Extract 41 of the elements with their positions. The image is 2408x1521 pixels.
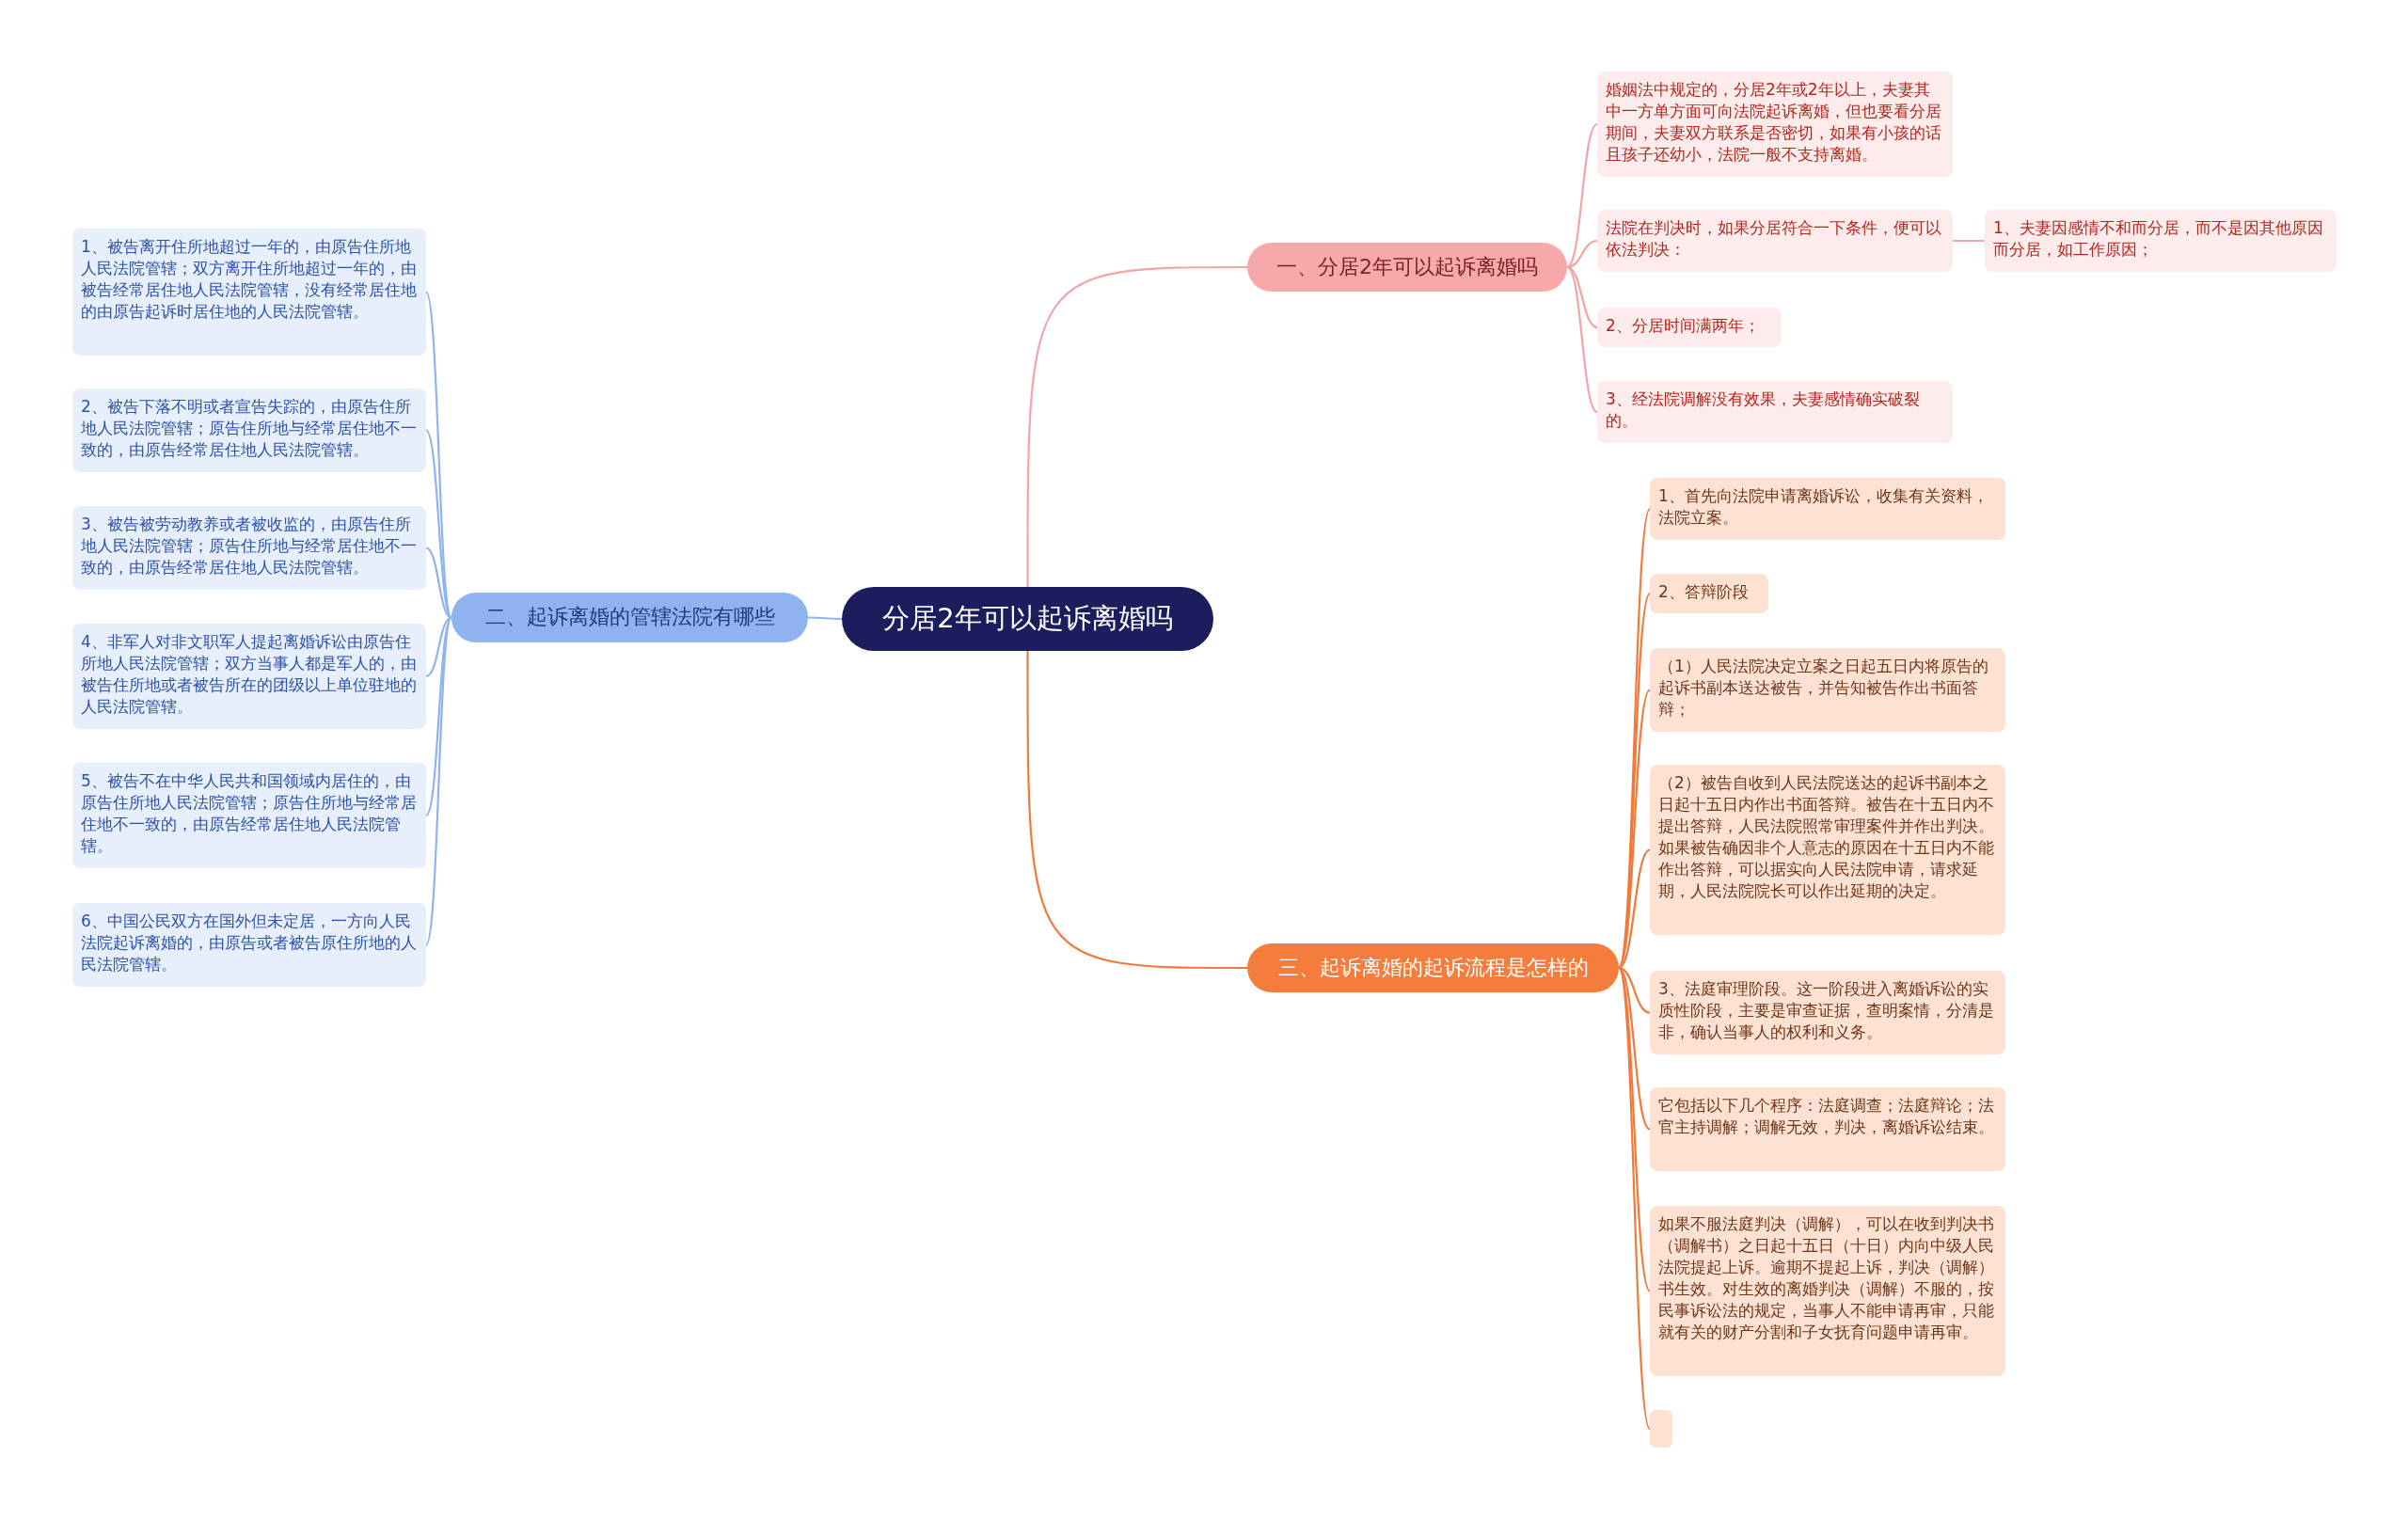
connector-line xyxy=(1026,651,1247,970)
empty-topic-box xyxy=(1650,1410,1672,1448)
topic-box: 2、分居时间满两年； xyxy=(1597,308,1782,347)
branch-topic: 三、起诉离婚的起诉流程是怎样的 xyxy=(1247,943,1619,992)
connector-line xyxy=(425,616,452,816)
topic-box: 4、非军人对非文职军人提起离婚诉讼由原告住所地人民法院管辖；双方当事人都是军人的，由被告住所地或者被告所在的团级以上单位驻地的人民法院管辖。 xyxy=(72,624,426,729)
branch-topic: 一、分居2年可以起诉离婚吗 xyxy=(1247,243,1567,292)
topic-box: 5、被告不在中华人民共和国领域内居住的，由原告住所地人民法院管辖；原告住所地与经常居住地不一致的，由原告经常居住地人民法院管辖。 xyxy=(72,763,426,868)
connector-line xyxy=(1566,266,1598,413)
connector-line xyxy=(425,617,452,945)
connector-line xyxy=(425,547,452,619)
topic-box: 1、首先向法院申请离婚诉讼，收集有关资料，法院立案。 xyxy=(1650,478,2005,540)
topic-box: 1、被告离开住所地超过一年的，由原告住所地人民法院管辖；双方离开住所地超过一年的，由被告经常居住地人民法院管辖，没有经常居住地的由原告起诉时居住地的人民法院管辖。 xyxy=(72,229,426,356)
central-topic: 分居2年可以起诉离婚吗 xyxy=(842,587,1213,651)
connector-line xyxy=(425,292,452,618)
topic-box: 3、被告被劳动教养或者被收监的，由原告住所地人民法院管辖；原告住所地与经常居住地不一致的，由原告经常居住地人民法院管辖。 xyxy=(72,506,426,590)
topic-box: 它包括以下几个程序：法庭调查；法庭辩论；法官主持调解；调解无效，判决，离婚诉讼结束。 xyxy=(1650,1087,2005,1171)
topic-box: 1、夫妻因感情不和而分居，而不是因其他原因而分居，如工作原因； xyxy=(1985,210,2337,272)
connector-line xyxy=(1618,967,1651,1131)
topic-box: 2、被告下落不明或者宣告失踪的，由原告住所地人民法院管辖；原告住所地与经常居住地不一致的，由原告经常居住地人民法院管辖。 xyxy=(72,388,426,472)
topic-box: 婚姻法中规定的，分居2年或2年以上，夫妻其中一方单方面可向法院起诉离婚，但也要看分居期间，夫妻双方联系是否密切，如果有小孩的话且孩子还幼小，法院一般不支持离婚。 xyxy=(1597,71,1953,177)
topic-box: 法院在判决时，如果分居符合一下条件，便可以依法判决： xyxy=(1597,210,1953,272)
branch-topic: 二、起诉离婚的管辖法院有哪些 xyxy=(452,593,808,642)
connector-line xyxy=(1617,508,1652,969)
connector-line xyxy=(1618,967,1651,1292)
connector-line xyxy=(1566,123,1598,268)
topic-box: 2、答辩阶段 xyxy=(1650,574,1768,613)
connector-line xyxy=(1618,966,1651,1014)
topic-box: 3、法庭审理阶段。这一阶段进入离婚诉讼的实质性阶段，主要是审查证据，查明案情，分清是非，确认当事人的权利和义务。 xyxy=(1650,971,2005,1054)
topic-box: 如果不服法庭判决（调解），可以在收到判决书（调解书）之日起十五日（十日）内向中级人民法院提起上诉。逾期不提起上诉，判决（调解）书生效。对生效的离婚判决（调解）不服的，按民事诉讼法的规定，当事人不能申请再审，只能就有关的财产分割和子女抚育问题申请再审。 xyxy=(1650,1206,2005,1376)
topic-box: （2）被告自收到人民法院送达的起诉书副本之日起十五日内作出书面答辩。被告在十五日内不提出答辩，人民法院照常审理案件并作出判决。如果被告确因非个人意志的原因在十五日内不能作出答辩，可以据实向人民法院申请，请求延期，人民法院院长可以作出延期的决定。 xyxy=(1650,765,2005,935)
connector-line xyxy=(1617,967,1652,1430)
topic-box: 6、中国公民双方在国外但未定居，一方向人民法院起诉离婚的，由原告或者被告原住所地的人民法院管辖。 xyxy=(72,903,426,987)
topic-box: 3、经法院调解没有效果，夫妻感情确实破裂的。 xyxy=(1597,381,1953,443)
connector-line xyxy=(1953,239,1985,243)
connector-line xyxy=(1026,265,1247,587)
connector-line xyxy=(1566,265,1598,329)
topic-box: （1）人民法院决定立案之日起五日内将原告的起诉书副本送达被告，并告知被告作出书面答辩； xyxy=(1650,648,2005,732)
connector-line xyxy=(425,616,452,678)
connector-line xyxy=(1618,848,1651,969)
connector-line xyxy=(808,616,842,621)
